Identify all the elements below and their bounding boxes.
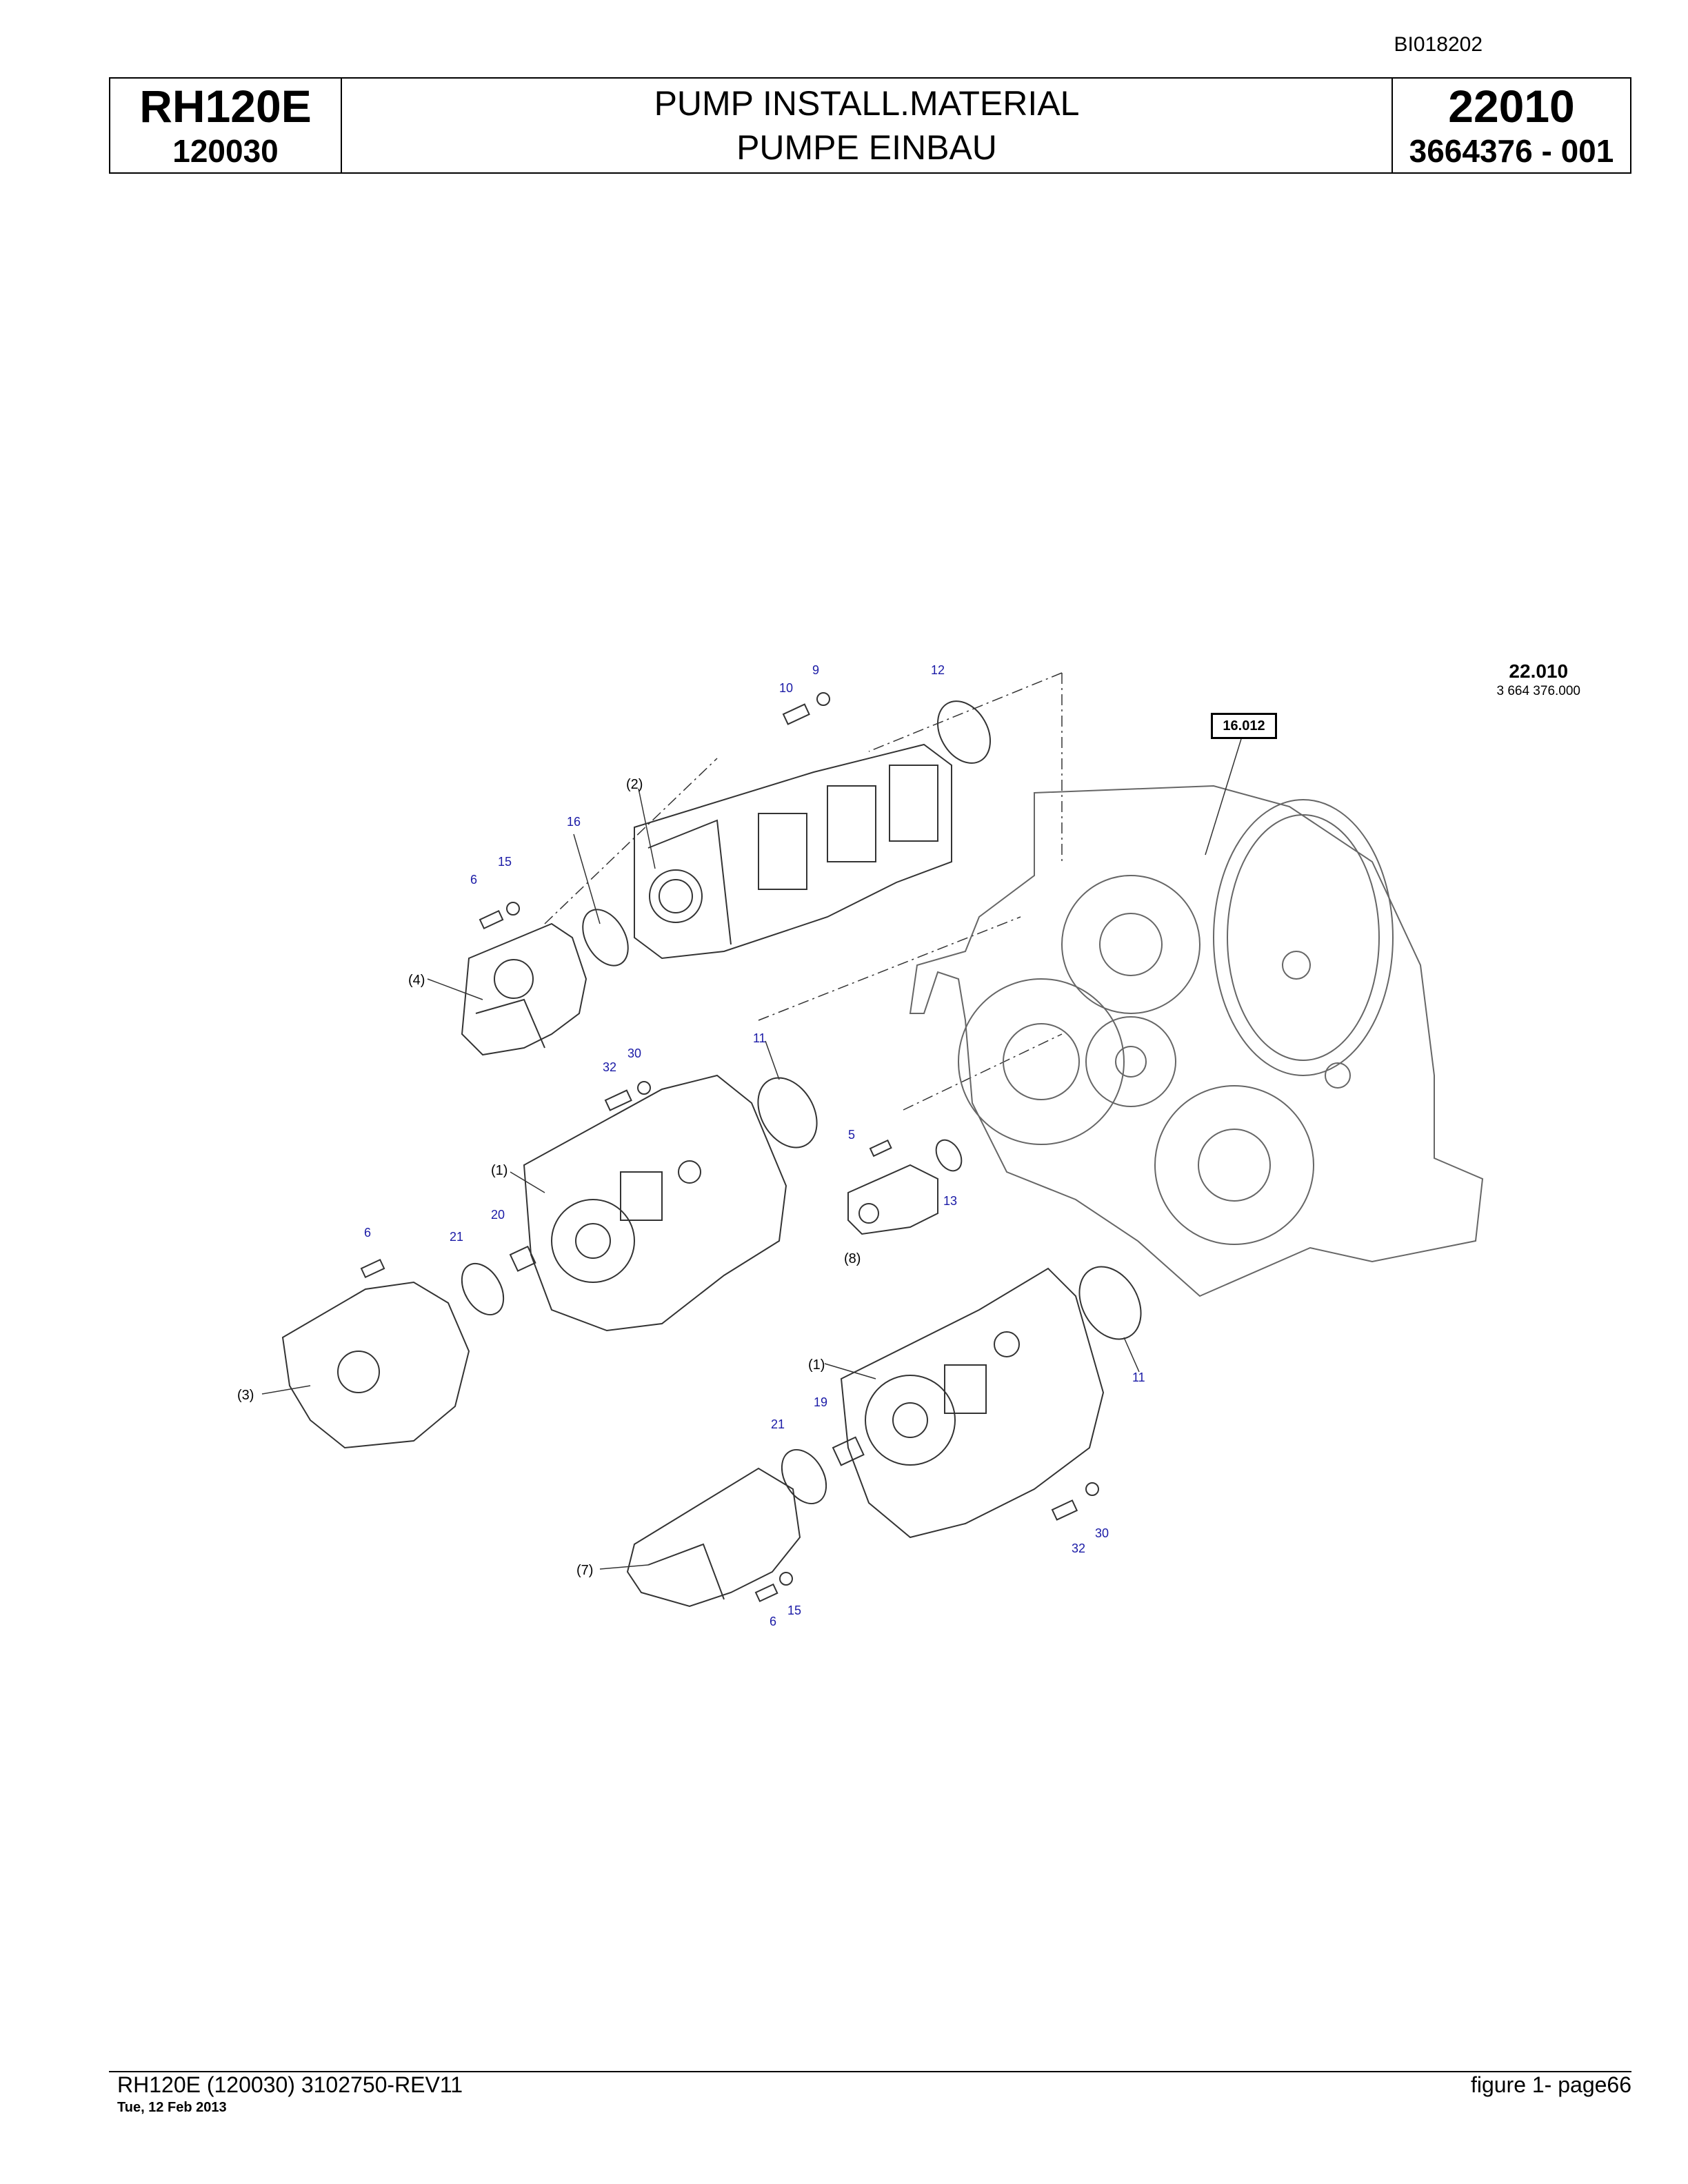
group-number: 22010 [1448,81,1575,132]
document-code: BI018202 [1394,33,1483,56]
callout-10: 10 [779,681,793,695]
o-rings [461,700,1142,1504]
callout-6b: 6 [364,1226,371,1240]
callout-30b: 30 [1095,1526,1109,1540]
pump-assembly-8 [847,1164,938,1235]
title-german: PUMPE EINBAU [736,128,997,167]
callout-9: 9 [812,663,819,677]
part-number: 3664376 - 001 [1409,133,1614,169]
footer-page: figure 1- page66 [1470,2072,1631,2097]
footer-date: Tue, 12 Feb 2013 [117,2100,227,2115]
serial-number: 120030 [172,133,279,169]
cross-reference-box[interactable]: 16.012 [1211,713,1277,739]
pump-assembly-4 [461,922,587,1056]
callout-1b: (1) [808,1357,825,1373]
callout-11a: 11 [753,1031,766,1045]
pump-assembly-1-upper [523,1074,787,1332]
title-english: PUMP INSTALL.MATERIAL [654,84,1080,123]
assembly-centerline [544,672,1063,1111]
footer-divider [109,2071,1631,2072]
callout-15: 15 [498,855,512,869]
group-cell: 22010 3664376 - 001 [1393,79,1630,172]
gearbox-housing [909,785,1484,1297]
callout-6c: 6 [770,1615,776,1628]
footer-document-id: RH120E (120030) 3102750-REV11 [117,2072,463,2097]
callout-2: (2) [626,777,643,792]
callout-4: (4) [408,973,425,988]
callout-12: 12 [931,663,945,677]
callout-7: (7) [576,1563,593,1578]
callout-11b: 11 [1132,1371,1145,1384]
callout-21b: 21 [771,1417,785,1431]
callout-20: 20 [491,1208,505,1222]
callout-32b: 32 [1072,1541,1085,1555]
callout-15b: 15 [787,1604,801,1617]
callout-5: 5 [848,1128,855,1142]
reference-part: 3 664 376.000 [1496,684,1580,698]
bolts-and-washers [360,692,1099,1603]
title-block: RH120E 120030 PUMP INSTALL.MATERIAL PUMP… [109,77,1631,174]
callout-30a: 30 [627,1046,641,1060]
pump-assembly-2 [634,743,952,960]
pump-assembly-1-lower [840,1267,1105,1539]
coupling-housing-3 [281,1281,470,1449]
callout-13: 13 [943,1194,957,1208]
callout-1a: (1) [491,1163,508,1178]
leader-lines [261,738,1242,1570]
model-cell: RH120E 120030 [110,79,342,172]
callout-16: 16 [567,815,581,829]
callout-3: (3) [237,1388,254,1403]
model-name: RH120E [139,81,312,132]
callout-6a: 6 [470,873,477,887]
callout-8: (8) [844,1251,861,1266]
title-cell: PUMP INSTALL.MATERIAL PUMPE EINBAU [342,79,1393,172]
callout-19: 19 [814,1395,827,1409]
reference-group[interactable]: 22.010 [1509,660,1569,682]
callout-21a: 21 [450,1230,463,1244]
reference-block: 22.010 3 664 376.000 [1496,660,1580,699]
callout-labels: 9 10 12 (2) 16 15 6 (4) 11 30 32 5 (1) 1… [237,663,1145,1628]
pump-assembly-7 [626,1467,801,1608]
callout-32a: 32 [603,1060,616,1074]
